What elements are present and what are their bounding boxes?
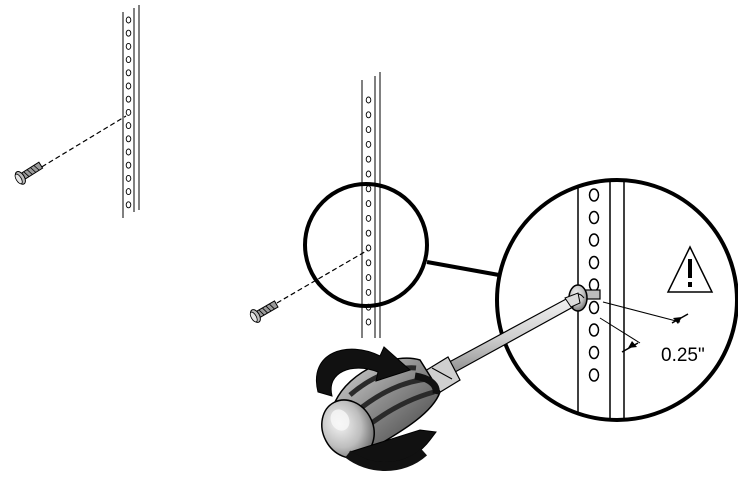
dimension-label: 0.25" — [661, 345, 705, 366]
rotation-arrow-icon — [315, 346, 440, 471]
rail-hole — [125, 188, 132, 196]
rail-hole — [365, 170, 372, 178]
rail-hole — [588, 255, 600, 270]
rail-hole — [588, 368, 600, 382]
rail-hole — [588, 300, 600, 315]
center-rack-rail — [361, 72, 381, 338]
rail-hole — [365, 214, 372, 222]
rail-hole — [365, 274, 372, 282]
rail-hole — [125, 148, 132, 156]
rail-hole — [125, 42, 132, 50]
rail-hole — [125, 161, 132, 169]
rail-hole — [365, 200, 372, 208]
screw-icon — [249, 300, 279, 323]
rail-hole — [365, 185, 372, 193]
screw-icon — [14, 161, 44, 185]
rail-hole — [125, 135, 132, 143]
left-rack-rail — [122, 5, 140, 218]
rail-hole — [365, 244, 372, 252]
rail-hole — [365, 96, 372, 104]
rail-hole — [125, 122, 132, 130]
center-rail-holes — [365, 96, 372, 326]
rail-hole — [365, 111, 372, 119]
rail-hole — [588, 233, 600, 247]
rail-hole — [125, 56, 132, 64]
rail-hole — [588, 345, 600, 360]
rail-hole — [125, 201, 132, 209]
rail-hole — [588, 278, 600, 292]
center-screw-guide-line — [269, 249, 369, 308]
rail-hole — [365, 126, 372, 134]
rail-hole — [125, 16, 132, 24]
rail-hole — [125, 95, 132, 103]
rail-hole — [365, 259, 372, 267]
rail-hole — [588, 188, 600, 202]
left-screw-guide-line — [34, 115, 127, 172]
magnifier-circle-icon — [303, 182, 429, 308]
rail-hole — [365, 229, 372, 237]
rail-hole — [125, 174, 132, 182]
warning-triangle-icon — [666, 245, 714, 293]
zoom-rail-holes — [588, 188, 600, 382]
rail-hole — [125, 69, 132, 77]
rail-hole — [588, 323, 600, 337]
rail-hole — [365, 288, 372, 296]
rail-hole — [365, 155, 372, 163]
rail-hole — [125, 82, 132, 90]
zoom-detail — [495, 178, 738, 422]
rail-hole — [365, 318, 372, 326]
rail-hole — [588, 210, 600, 225]
zoom-connector-line — [426, 260, 500, 277]
left-rail-holes — [125, 16, 132, 209]
rail-hole — [125, 29, 132, 37]
rail-hole — [125, 108, 132, 116]
rail-hole — [365, 140, 372, 148]
